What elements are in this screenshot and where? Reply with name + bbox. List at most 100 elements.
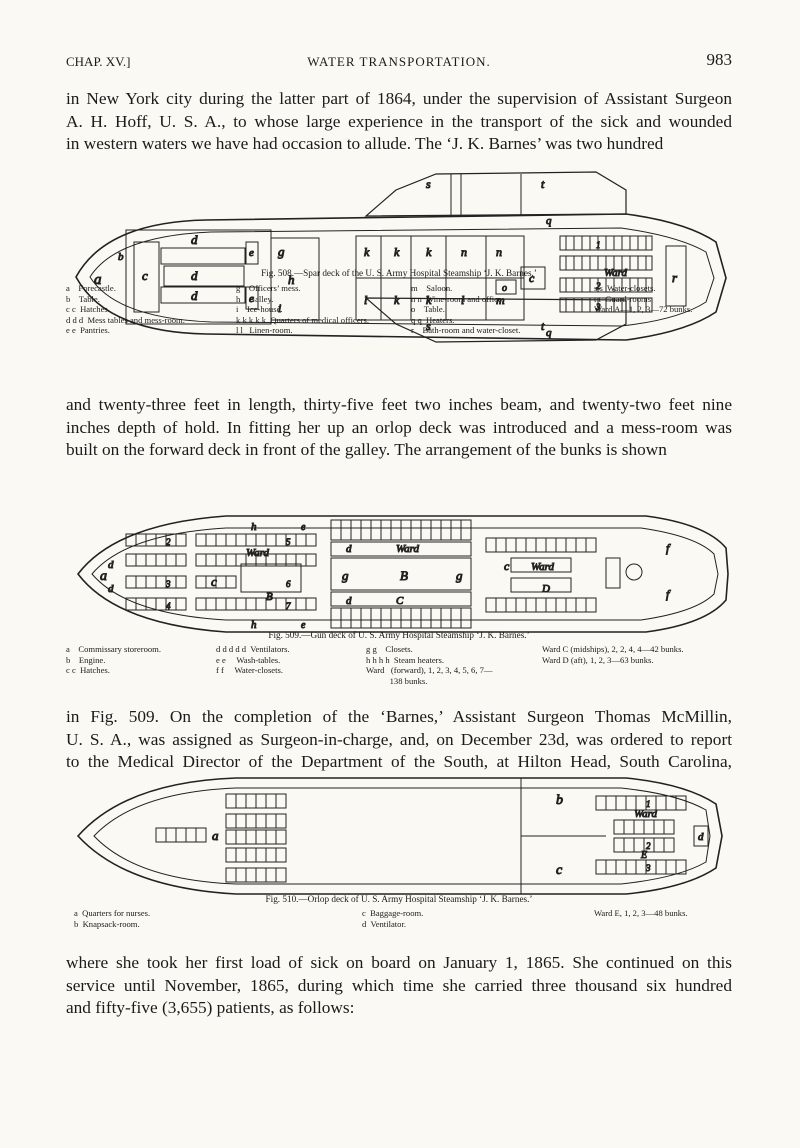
label-d: d bbox=[191, 232, 198, 247]
text-line: A. H. Hoff, U. S. A., to whose large exp… bbox=[66, 111, 732, 131]
label-ward-d: D bbox=[541, 583, 550, 595]
label-g: g bbox=[342, 568, 349, 583]
gun-deck-plan: a d d c Ward B h h e e 2 3 4 5 bbox=[76, 515, 729, 633]
label-q: q bbox=[546, 327, 552, 339]
label-ward: Ward bbox=[604, 267, 628, 279]
figure-509-legend-col-3: g g Closets. h h h h Steam heaters. Ward… bbox=[366, 644, 493, 686]
figure-508-legend-col-4: s s Water-closets. t t Guard-rooms. Ward… bbox=[594, 283, 693, 315]
label-ward: Ward bbox=[634, 808, 658, 820]
label-ward-1: 1 bbox=[596, 240, 601, 250]
label-ward-2: 2 bbox=[166, 537, 171, 547]
label-c: c bbox=[142, 268, 148, 283]
label-b: b bbox=[556, 793, 563, 808]
label-e: e bbox=[249, 247, 254, 259]
figure-508: a d d d c b e e g h i bbox=[66, 152, 732, 382]
text-line: U. S. A., was assigned as Surgeon-in-cha… bbox=[66, 729, 732, 749]
label-ward: Ward bbox=[531, 561, 555, 573]
label-g: g bbox=[278, 244, 285, 259]
paragraph-1: in New York city during the latter part … bbox=[66, 88, 732, 156]
text-line: service until November, 1865, during whi… bbox=[66, 975, 732, 995]
label-q: q bbox=[546, 215, 552, 227]
label-ward-2: 2 bbox=[596, 281, 601, 291]
figure-509-legend-col-1: a Commissary storeroom. b Engine. c c Ha… bbox=[66, 644, 161, 676]
label-c: c bbox=[556, 863, 563, 878]
label-c: c bbox=[504, 559, 510, 573]
label-d: d bbox=[346, 595, 352, 607]
label-a: a bbox=[94, 272, 102, 288]
label-a: a bbox=[212, 828, 219, 843]
label-t: t bbox=[541, 319, 545, 333]
label-e: e bbox=[249, 293, 254, 305]
label-f: f bbox=[666, 587, 671, 601]
figure-508-legend-col-2: g Officers’ mess. h Galley. i Ice-house.… bbox=[236, 283, 370, 336]
label-c: c bbox=[211, 574, 217, 589]
label-s: s bbox=[426, 319, 431, 333]
label-r: r bbox=[672, 270, 678, 285]
label-ward-e: E bbox=[640, 850, 647, 861]
label-d: d bbox=[191, 268, 198, 283]
label-ward-1: 1 bbox=[646, 799, 651, 809]
label-o: o bbox=[502, 283, 507, 294]
figure-510-caption: Fig. 510.—Orlop deck of U. S. Army Hospi… bbox=[265, 894, 533, 904]
text-line: in New York city during the latter part … bbox=[66, 89, 732, 108]
paragraph-2: and twenty-three feet in length, thirty-… bbox=[66, 394, 732, 462]
label-ward: Ward bbox=[246, 547, 270, 559]
page-title: WATER TRANSPORTATION. bbox=[307, 54, 491, 69]
figure-509-legend-col-2: d d d d d Ventilators. e e Wash-tables. … bbox=[216, 644, 290, 676]
figure-509-caption: Fig. 509.—Gun deck of U. S. Army Hospita… bbox=[268, 630, 530, 640]
label-k: k bbox=[364, 245, 370, 259]
figure-510: a b c d Ward E 1 2 3 Fig. 510.—Orlop dec… bbox=[66, 770, 732, 930]
label-n: n bbox=[496, 245, 502, 259]
label-ward-3: 3 bbox=[595, 302, 601, 312]
label-d: d bbox=[108, 559, 114, 571]
paragraph-4: where she took her first load of sick on… bbox=[66, 952, 732, 1020]
figure-510-legend-col-2: c Baggage-room. d Ventilator. bbox=[362, 908, 424, 929]
label-k: k bbox=[426, 293, 432, 307]
figure-509: a d d c Ward B h h e e 2 3 4 5 bbox=[66, 458, 732, 698]
text-line: where she took her first load of sick on… bbox=[66, 953, 732, 972]
page-number: 983 bbox=[706, 50, 733, 69]
label-ward-4: 4 bbox=[166, 601, 171, 611]
label-d: d bbox=[346, 543, 352, 555]
label-m: m bbox=[496, 293, 505, 307]
label-h: h bbox=[251, 521, 257, 533]
text-line: and twenty-three feet in length, thirty-… bbox=[66, 395, 732, 414]
label-ward-3: 3 bbox=[165, 579, 171, 589]
label-engine: B bbox=[266, 591, 273, 603]
label-c: c bbox=[529, 271, 535, 285]
label-t: t bbox=[541, 177, 545, 191]
label-ward-c: C bbox=[396, 595, 404, 607]
label-s: s bbox=[426, 177, 431, 191]
figure-508-legend-col-3: m Saloon. n n Wine-room and office. o Ta… bbox=[411, 283, 521, 336]
label-h: h bbox=[288, 272, 295, 287]
label-e: e bbox=[301, 522, 306, 533]
figure-508-legend-col-1: a Forecastle. b Table. c c Hatches. d d … bbox=[66, 283, 185, 336]
figure-508-caption: Fig. 508.—Spar deck of the U. S. Army Ho… bbox=[261, 268, 537, 278]
figure-510-legend-col-3: Ward E, 1, 2, 3—48 bunks. bbox=[594, 908, 688, 918]
label-l: l bbox=[461, 293, 465, 307]
label-ward-6: 6 bbox=[286, 579, 291, 589]
label-ward-5: 5 bbox=[286, 537, 291, 547]
text-line: to the Medical Director of the Departmen… bbox=[66, 752, 732, 771]
text-line: in western waters we have had occasion t… bbox=[66, 134, 664, 153]
text-line: built on the forward deck in front of th… bbox=[66, 440, 667, 459]
label-n: n bbox=[461, 245, 467, 259]
label-g: g bbox=[456, 568, 463, 583]
label-b: b bbox=[118, 251, 124, 263]
orlop-deck-plan: a b c d Ward E 1 2 3 bbox=[76, 777, 723, 895]
text-line: inches depth of hold. In fitting her up … bbox=[66, 417, 732, 437]
label-d: d bbox=[108, 583, 114, 595]
label-a: a bbox=[100, 569, 107, 584]
figure-509-legend-col-4: Ward C (midships), 2, 2, 4, 4—42 bunks. … bbox=[542, 644, 684, 665]
text-line: and fifty-five (3,655) patients, as foll… bbox=[66, 998, 355, 1017]
chapter-label: CHAP. XV.] bbox=[66, 54, 131, 69]
label-e: e bbox=[301, 620, 306, 631]
label-l: l bbox=[364, 293, 368, 307]
label-k: k bbox=[394, 245, 400, 259]
paragraph-3: in Fig. 509. On the completion of the ‘B… bbox=[66, 706, 732, 774]
text-line: in Fig. 509. On the completion of the ‘B… bbox=[66, 707, 732, 726]
spar-deck-plan: a d d d c b e e g h i bbox=[75, 171, 727, 343]
label-k: k bbox=[394, 293, 400, 307]
label-f: f bbox=[666, 541, 671, 555]
label-d: d bbox=[698, 831, 704, 843]
